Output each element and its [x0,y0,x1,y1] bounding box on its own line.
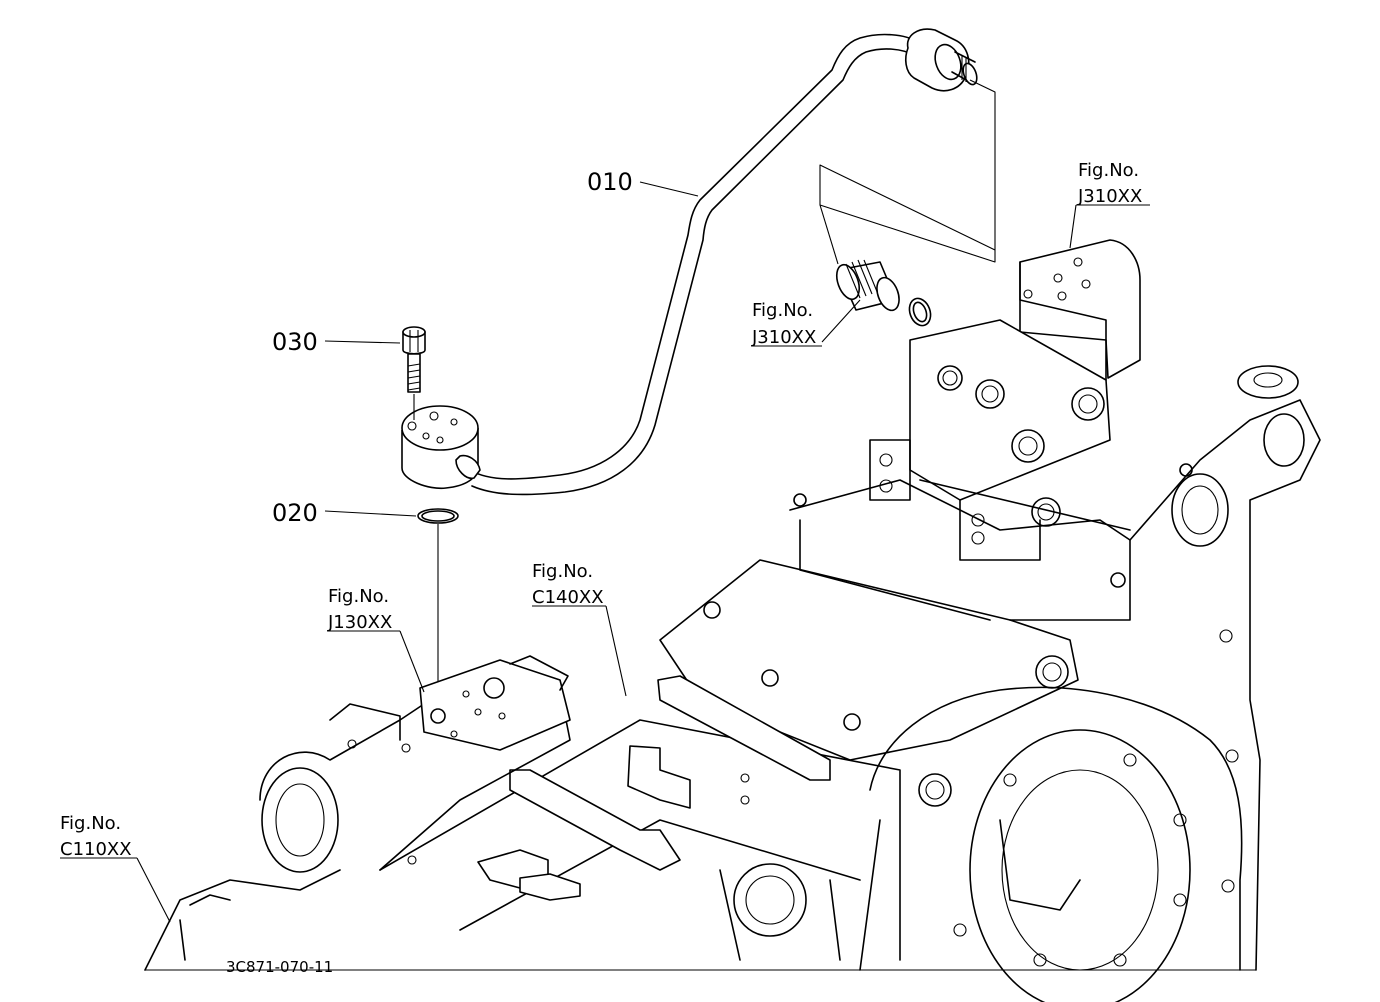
fitting-j310[interactable] [832,259,934,329]
part-030-label: 030 [272,328,318,356]
ref-j130-line1: Fig.No. [328,586,389,607]
o-ring-020[interactable] [417,508,459,524]
transmission-case [144,365,1321,1002]
pipe-010[interactable] [469,28,979,496]
ref-j310-mid-line1: Fig.No. [752,300,813,321]
joint-block[interactable] [401,405,481,490]
ref-j130-line2: J130XX [327,612,392,633]
drawing-code: 3C871-070-11 [226,958,333,976]
ref-c140-line1: Fig.No. [532,561,593,582]
control-valve-assembly [869,239,1141,561]
part-020-label: 020 [272,499,318,527]
ref-j310-top-line2: J310XX [1077,186,1142,207]
ref-j310-top-line1: Fig.No. [1078,160,1139,181]
ref-j310-mid-line2: J310XX [751,327,816,348]
ref-c110-line2: C110XX [60,839,132,860]
part-010-label: 010 [587,168,633,196]
ref-c110-line1: Fig.No. [60,813,121,834]
bolt-030[interactable] [402,326,426,420]
ref-c140-line2: C140XX [532,587,604,608]
